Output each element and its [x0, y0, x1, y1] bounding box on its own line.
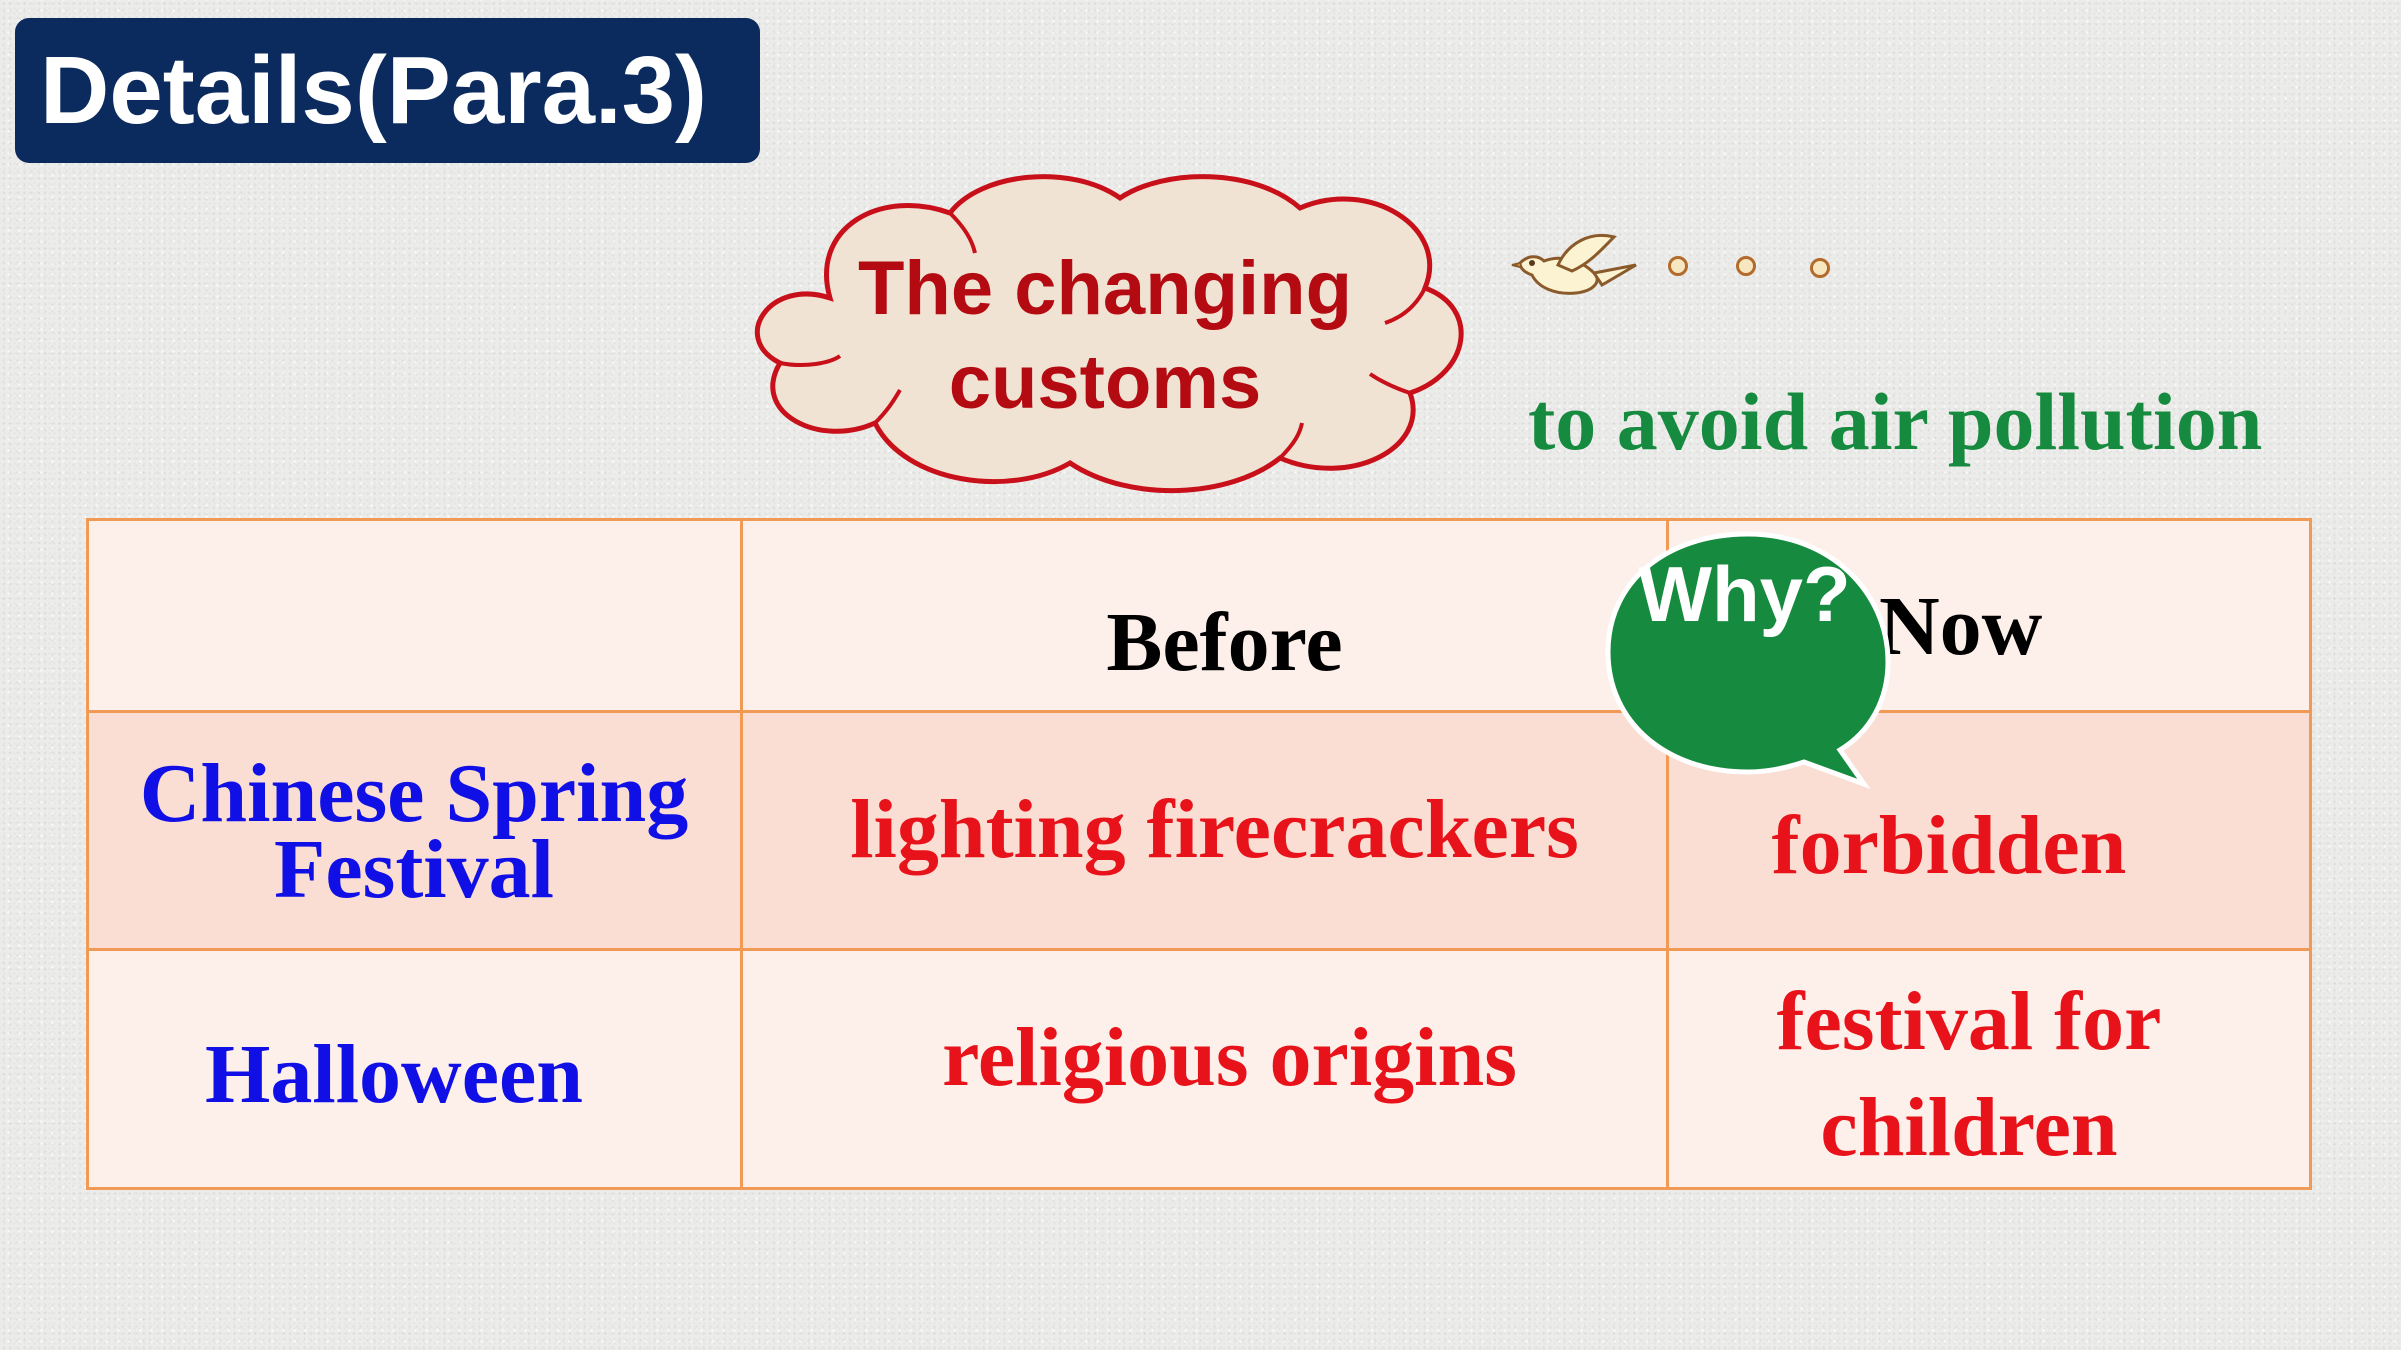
thought-cloud-shape — [755, 174, 1464, 493]
now-value: festival for children — [1776, 975, 2162, 1174]
column-divider — [1666, 521, 1669, 1187]
now-value: forbidden — [1771, 799, 2127, 892]
customs-table: Before Now Chinese Spring Festival light… — [86, 518, 2312, 1190]
why-bubble-text: Why? — [1638, 550, 1851, 638]
column-divider — [740, 521, 743, 1187]
row-divider — [89, 948, 2309, 951]
festival-name: Halloween — [205, 1028, 583, 1121]
trail-dot — [1810, 258, 1830, 278]
table-header-row — [89, 521, 2309, 713]
reason-text: to avoid air pollution — [1528, 376, 2263, 467]
before-value: lighting firecrackers — [850, 783, 1579, 876]
speech-bubble-shape — [1605, 531, 1891, 790]
trail-dot — [1668, 256, 1688, 276]
table-row — [89, 951, 2309, 1187]
slide-title: Details(Para.3) — [15, 18, 760, 163]
table-row — [89, 713, 2309, 951]
header-before: Before — [1106, 596, 1343, 689]
cloud-heading: The changing customs — [858, 246, 1352, 425]
festival-name: Chinese Spring Festival — [139, 747, 689, 916]
row-divider — [89, 710, 2309, 713]
bird-icon — [1511, 234, 1637, 295]
trail-dot — [1736, 256, 1756, 276]
before-value: religious origins — [942, 1011, 1517, 1104]
header-now: Now — [1879, 580, 2043, 673]
